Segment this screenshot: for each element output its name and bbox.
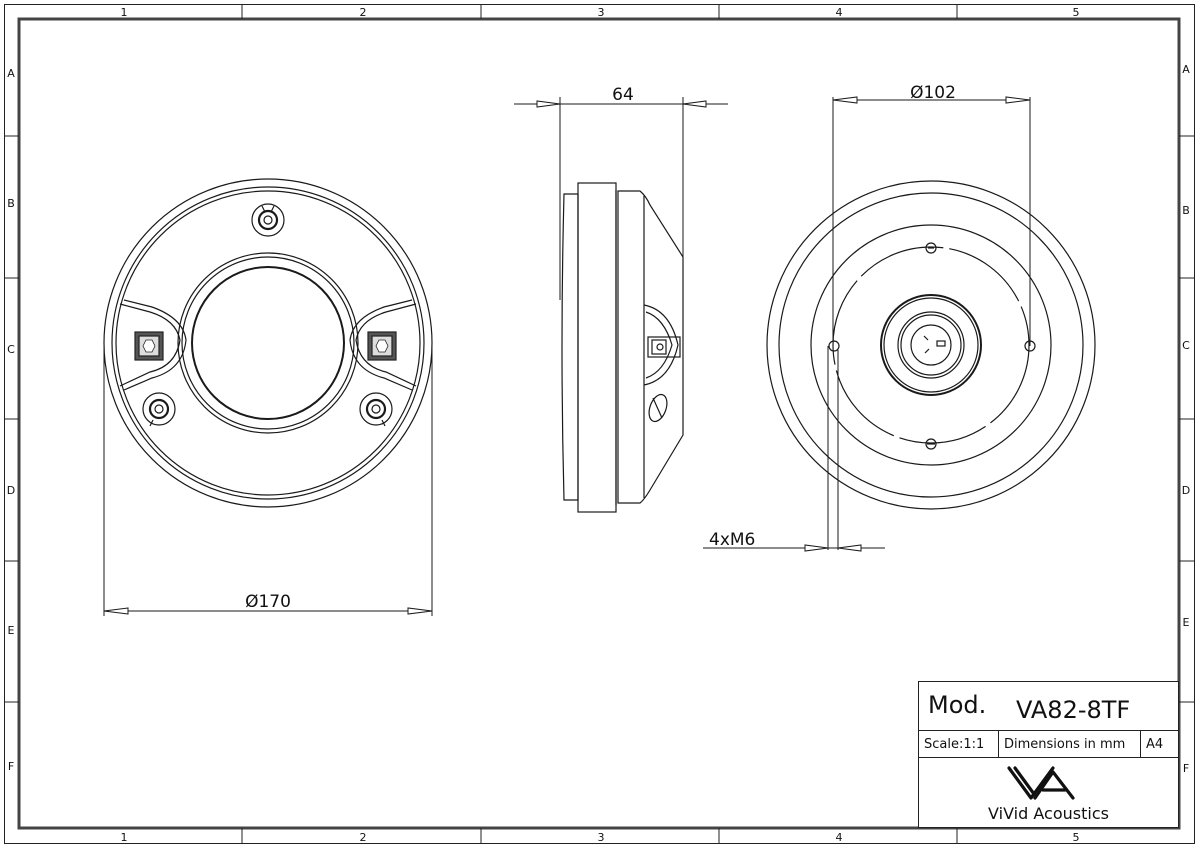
col-label: 4 bbox=[836, 6, 843, 19]
row-label: C bbox=[7, 343, 15, 356]
mount-hole-icon bbox=[828, 340, 840, 352]
col-label: 3 bbox=[598, 6, 605, 19]
row-label: E bbox=[1183, 616, 1190, 629]
screw-icon bbox=[142, 392, 176, 427]
dimension-thread-callout: 4xM6 bbox=[703, 346, 885, 552]
outer-border bbox=[4, 4, 1195, 844]
row-label: A bbox=[1182, 63, 1190, 76]
row-label: F bbox=[8, 760, 14, 773]
row-labels-right: A B C D E F bbox=[1182, 63, 1190, 775]
col-label: 5 bbox=[1073, 831, 1080, 844]
col-label: 2 bbox=[360, 831, 367, 844]
dimension-label: 4xM6 bbox=[709, 530, 755, 550]
column-labels-bottom: 1 2 3 4 5 bbox=[121, 831, 1080, 844]
side-view bbox=[561, 182, 684, 513]
col-label: 3 bbox=[598, 831, 605, 844]
row-label: E bbox=[8, 624, 15, 637]
terminal-icon bbox=[119, 299, 187, 391]
col-label: 1 bbox=[121, 831, 128, 844]
row-label: A bbox=[7, 67, 15, 80]
row-label: B bbox=[7, 197, 15, 210]
dimension-label: Ø170 bbox=[245, 592, 291, 612]
row-labels-left: A B C D E F bbox=[7, 67, 15, 773]
dimension-depth-64: 64 bbox=[514, 85, 728, 300]
rear-view bbox=[766, 180, 1096, 510]
col-label: 4 bbox=[836, 831, 843, 844]
row-label: D bbox=[1182, 484, 1190, 497]
title-block-model-row: Mod. VA82-8TF bbox=[919, 682, 1178, 731]
dimension-label: Ø102 bbox=[910, 83, 956, 103]
company-name: ViVid Acoustics bbox=[988, 804, 1109, 823]
col-label: 2 bbox=[360, 6, 367, 19]
dimension-label: 64 bbox=[612, 85, 634, 105]
row-label: F bbox=[1183, 762, 1189, 775]
title-block-info-row: Scale:1:1 Dimensions in mm A4 bbox=[919, 731, 1178, 758]
paper-size-cell: A4 bbox=[1146, 736, 1164, 752]
row-label: D bbox=[7, 484, 15, 497]
model-number: VA82-8TF bbox=[1016, 696, 1131, 724]
column-labels-top: 1 2 3 4 5 bbox=[121, 6, 1080, 19]
dimension-diameter-170: Ø170 bbox=[103, 592, 433, 615]
col-label: 5 bbox=[1073, 6, 1080, 19]
company-logo-icon bbox=[1007, 766, 1075, 800]
screw-icon bbox=[359, 392, 393, 427]
model-label: Mod. bbox=[928, 691, 987, 719]
dimension-bolt-circle-102: Ø102 bbox=[832, 83, 1031, 346]
terminal-icon bbox=[349, 299, 417, 391]
screw-icon bbox=[251, 203, 285, 237]
zone-dividers bbox=[4, 4, 1194, 844]
row-label: B bbox=[1182, 204, 1190, 217]
title-block-company-row: ViVid Acoustics bbox=[919, 758, 1178, 829]
scale-cell: Scale:1:1 bbox=[919, 731, 999, 757]
front-view bbox=[103, 178, 433, 616]
inner-frame bbox=[17, 17, 1181, 830]
col-label: 1 bbox=[121, 6, 128, 19]
row-label: C bbox=[1182, 339, 1190, 352]
mount-hole-icon bbox=[925, 438, 937, 450]
units-cell: Dimensions in mm bbox=[999, 731, 1141, 757]
title-block: Mod. VA82-8TF Scale:1:1 Dimensions in mm… bbox=[918, 681, 1179, 828]
mount-hole-icon bbox=[925, 242, 937, 254]
